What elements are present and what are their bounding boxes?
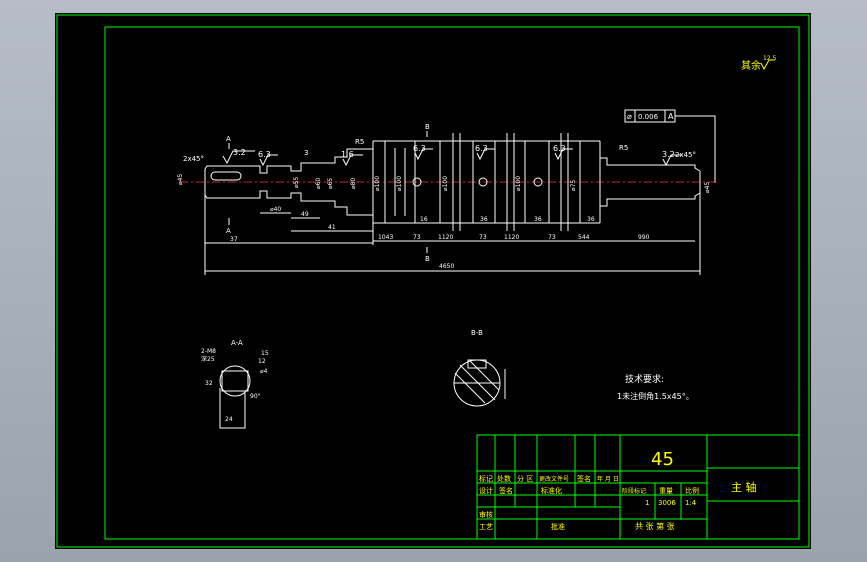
- svg-text:分 区: 分 区: [517, 474, 533, 483]
- svg-text:⌀100: ⌀100: [374, 176, 381, 191]
- svg-text:990: 990: [638, 234, 650, 241]
- svg-text:处数: 处数: [497, 474, 511, 483]
- svg-text:1043: 1043: [378, 234, 393, 241]
- svg-text:⌀65: ⌀65: [327, 178, 334, 189]
- svg-text:⌀: ⌀: [627, 112, 632, 121]
- svg-text:⌀100: ⌀100: [515, 176, 522, 191]
- svg-text:36: 36: [534, 216, 542, 223]
- svg-text:重量: 重量: [659, 487, 673, 495]
- svg-text:A: A: [226, 227, 231, 235]
- svg-text:工艺: 工艺: [479, 523, 493, 531]
- svg-text:6.3: 6.3: [475, 144, 488, 153]
- svg-text:阶段标记: 阶段标记: [622, 487, 646, 495]
- svg-text:A: A: [668, 112, 674, 121]
- shaft-outline: [204, 140, 701, 224]
- svg-text:1.6: 1.6: [341, 150, 354, 159]
- svg-text:36: 36: [587, 216, 595, 223]
- svg-text:B: B: [425, 123, 430, 131]
- svg-text:审核: 审核: [479, 510, 493, 519]
- chamfer-left: 2x45°: [183, 155, 204, 163]
- title-block: 45 主 轴 标记 处数 分 区 更改文件号 签名 年 月 日 设计 签名 标准…: [476, 434, 800, 540]
- svg-text:3.2: 3.2: [662, 150, 675, 159]
- svg-text:A-A: A-A: [231, 339, 243, 347]
- svg-text:年 月 日: 年 月 日: [597, 475, 619, 483]
- svg-text:73: 73: [548, 234, 556, 241]
- svg-text:B: B: [425, 255, 430, 263]
- svg-text:标记: 标记: [479, 474, 493, 483]
- svg-text:16: 16: [420, 216, 428, 223]
- svg-text:73: 73: [479, 234, 487, 241]
- section-markers: A A B B: [226, 123, 430, 263]
- svg-text:B-B: B-B: [471, 329, 483, 337]
- svg-text:⌀45: ⌀45: [704, 182, 711, 193]
- svg-text:⌀100: ⌀100: [396, 176, 403, 191]
- svg-text:共 张 第 张: 共 张 第 张: [635, 521, 675, 531]
- tolerance-frame: ⌀ 0.006 A: [624, 109, 716, 183]
- svg-text:深25: 深25: [201, 355, 215, 363]
- svg-text:4650: 4650: [439, 263, 454, 270]
- svg-text:⌀80: ⌀80: [350, 178, 357, 189]
- section-bb: B-B: [453, 329, 506, 407]
- radius-left: R5: [355, 138, 364, 146]
- svg-text:3.2: 3.2: [233, 148, 246, 157]
- svg-text:32: 32: [205, 380, 213, 387]
- svg-text:1:4: 1:4: [685, 499, 697, 507]
- svg-text:24: 24: [225, 416, 233, 423]
- svg-text:2-M8: 2-M8: [201, 348, 216, 355]
- rest-roughness: 12.5: [763, 55, 777, 62]
- svg-text:6.3: 6.3: [413, 144, 426, 153]
- svg-text:签名: 签名: [577, 474, 591, 483]
- roughness-marks: 3.2 6.3 1.6 6.3 6.3 6.3 3.2: [222, 144, 681, 167]
- radius-right: R5: [619, 144, 628, 152]
- svg-text:主 轴: 主 轴: [731, 480, 757, 494]
- svg-text:90°: 90°: [250, 393, 261, 400]
- svg-text:⌀60: ⌀60: [315, 178, 322, 189]
- svg-text:6.3: 6.3: [258, 150, 271, 159]
- svg-text:1: 1: [645, 499, 649, 507]
- svg-text:36: 36: [480, 216, 488, 223]
- svg-text:更改文件号: 更改文件号: [539, 475, 569, 483]
- dimension-lines: [204, 193, 701, 275]
- svg-text:45: 45: [651, 449, 674, 470]
- svg-text:0.006: 0.006: [638, 113, 659, 121]
- svg-text:15: 15: [261, 350, 269, 357]
- svg-text:544: 544: [578, 234, 590, 241]
- step-label: 3: [304, 149, 308, 157]
- svg-text:⌀55: ⌀55: [293, 177, 300, 188]
- svg-text:批准: 批准: [551, 522, 565, 531]
- drawing-svg: 其余 12.5 ⌀ 0.006 A: [56, 14, 810, 548]
- section-aa: A-A 2-M8 深25 32 12 ⌀4 24 15 90°: [201, 339, 269, 429]
- disc-lines: [372, 133, 601, 231]
- svg-text:⌀100: ⌀100: [442, 176, 449, 191]
- svg-text:37: 37: [230, 236, 238, 243]
- outer-frame: [56, 14, 810, 548]
- chamfer-right: 2x45°: [675, 151, 696, 159]
- svg-text:3006: 3006: [658, 499, 676, 507]
- rest-note: 其余: [741, 59, 761, 72]
- svg-text:签名: 签名: [499, 486, 513, 495]
- svg-text:设计: 设计: [479, 486, 493, 495]
- svg-text:49: 49: [301, 211, 309, 218]
- svg-text:标准化: 标准化: [541, 486, 562, 495]
- svg-text:1120: 1120: [504, 234, 519, 241]
- inner-frame: [104, 26, 800, 540]
- svg-text:⌀75: ⌀75: [570, 180, 577, 191]
- svg-text:12: 12: [258, 358, 266, 365]
- svg-text:⌀45: ⌀45: [177, 174, 184, 185]
- svg-text:⌀4: ⌀4: [260, 368, 268, 375]
- diameter-labels: ⌀45 ⌀55 ⌀60 ⌀65 ⌀80 ⌀100 ⌀100 ⌀100 ⌀100 …: [177, 174, 711, 193]
- svg-text:6.3: 6.3: [553, 144, 566, 153]
- tech-item: 1未注倒角1.5x45°。: [617, 391, 694, 401]
- dimension-texts: ⌀40 37 49 41 1043 73 1120 73 1120 73 544…: [230, 206, 650, 270]
- tech-title: 技术要求:: [625, 373, 664, 385]
- cad-drawing-canvas: 其余 12.5 ⌀ 0.006 A: [55, 13, 811, 549]
- svg-text:1120: 1120: [438, 234, 453, 241]
- svg-text:41: 41: [328, 224, 336, 231]
- svg-text:73: 73: [413, 234, 421, 241]
- svg-text:A: A: [226, 135, 231, 143]
- roughness-symbol-icon: [760, 59, 775, 71]
- svg-text:⌀40: ⌀40: [270, 206, 281, 213]
- svg-text:比例: 比例: [685, 486, 699, 495]
